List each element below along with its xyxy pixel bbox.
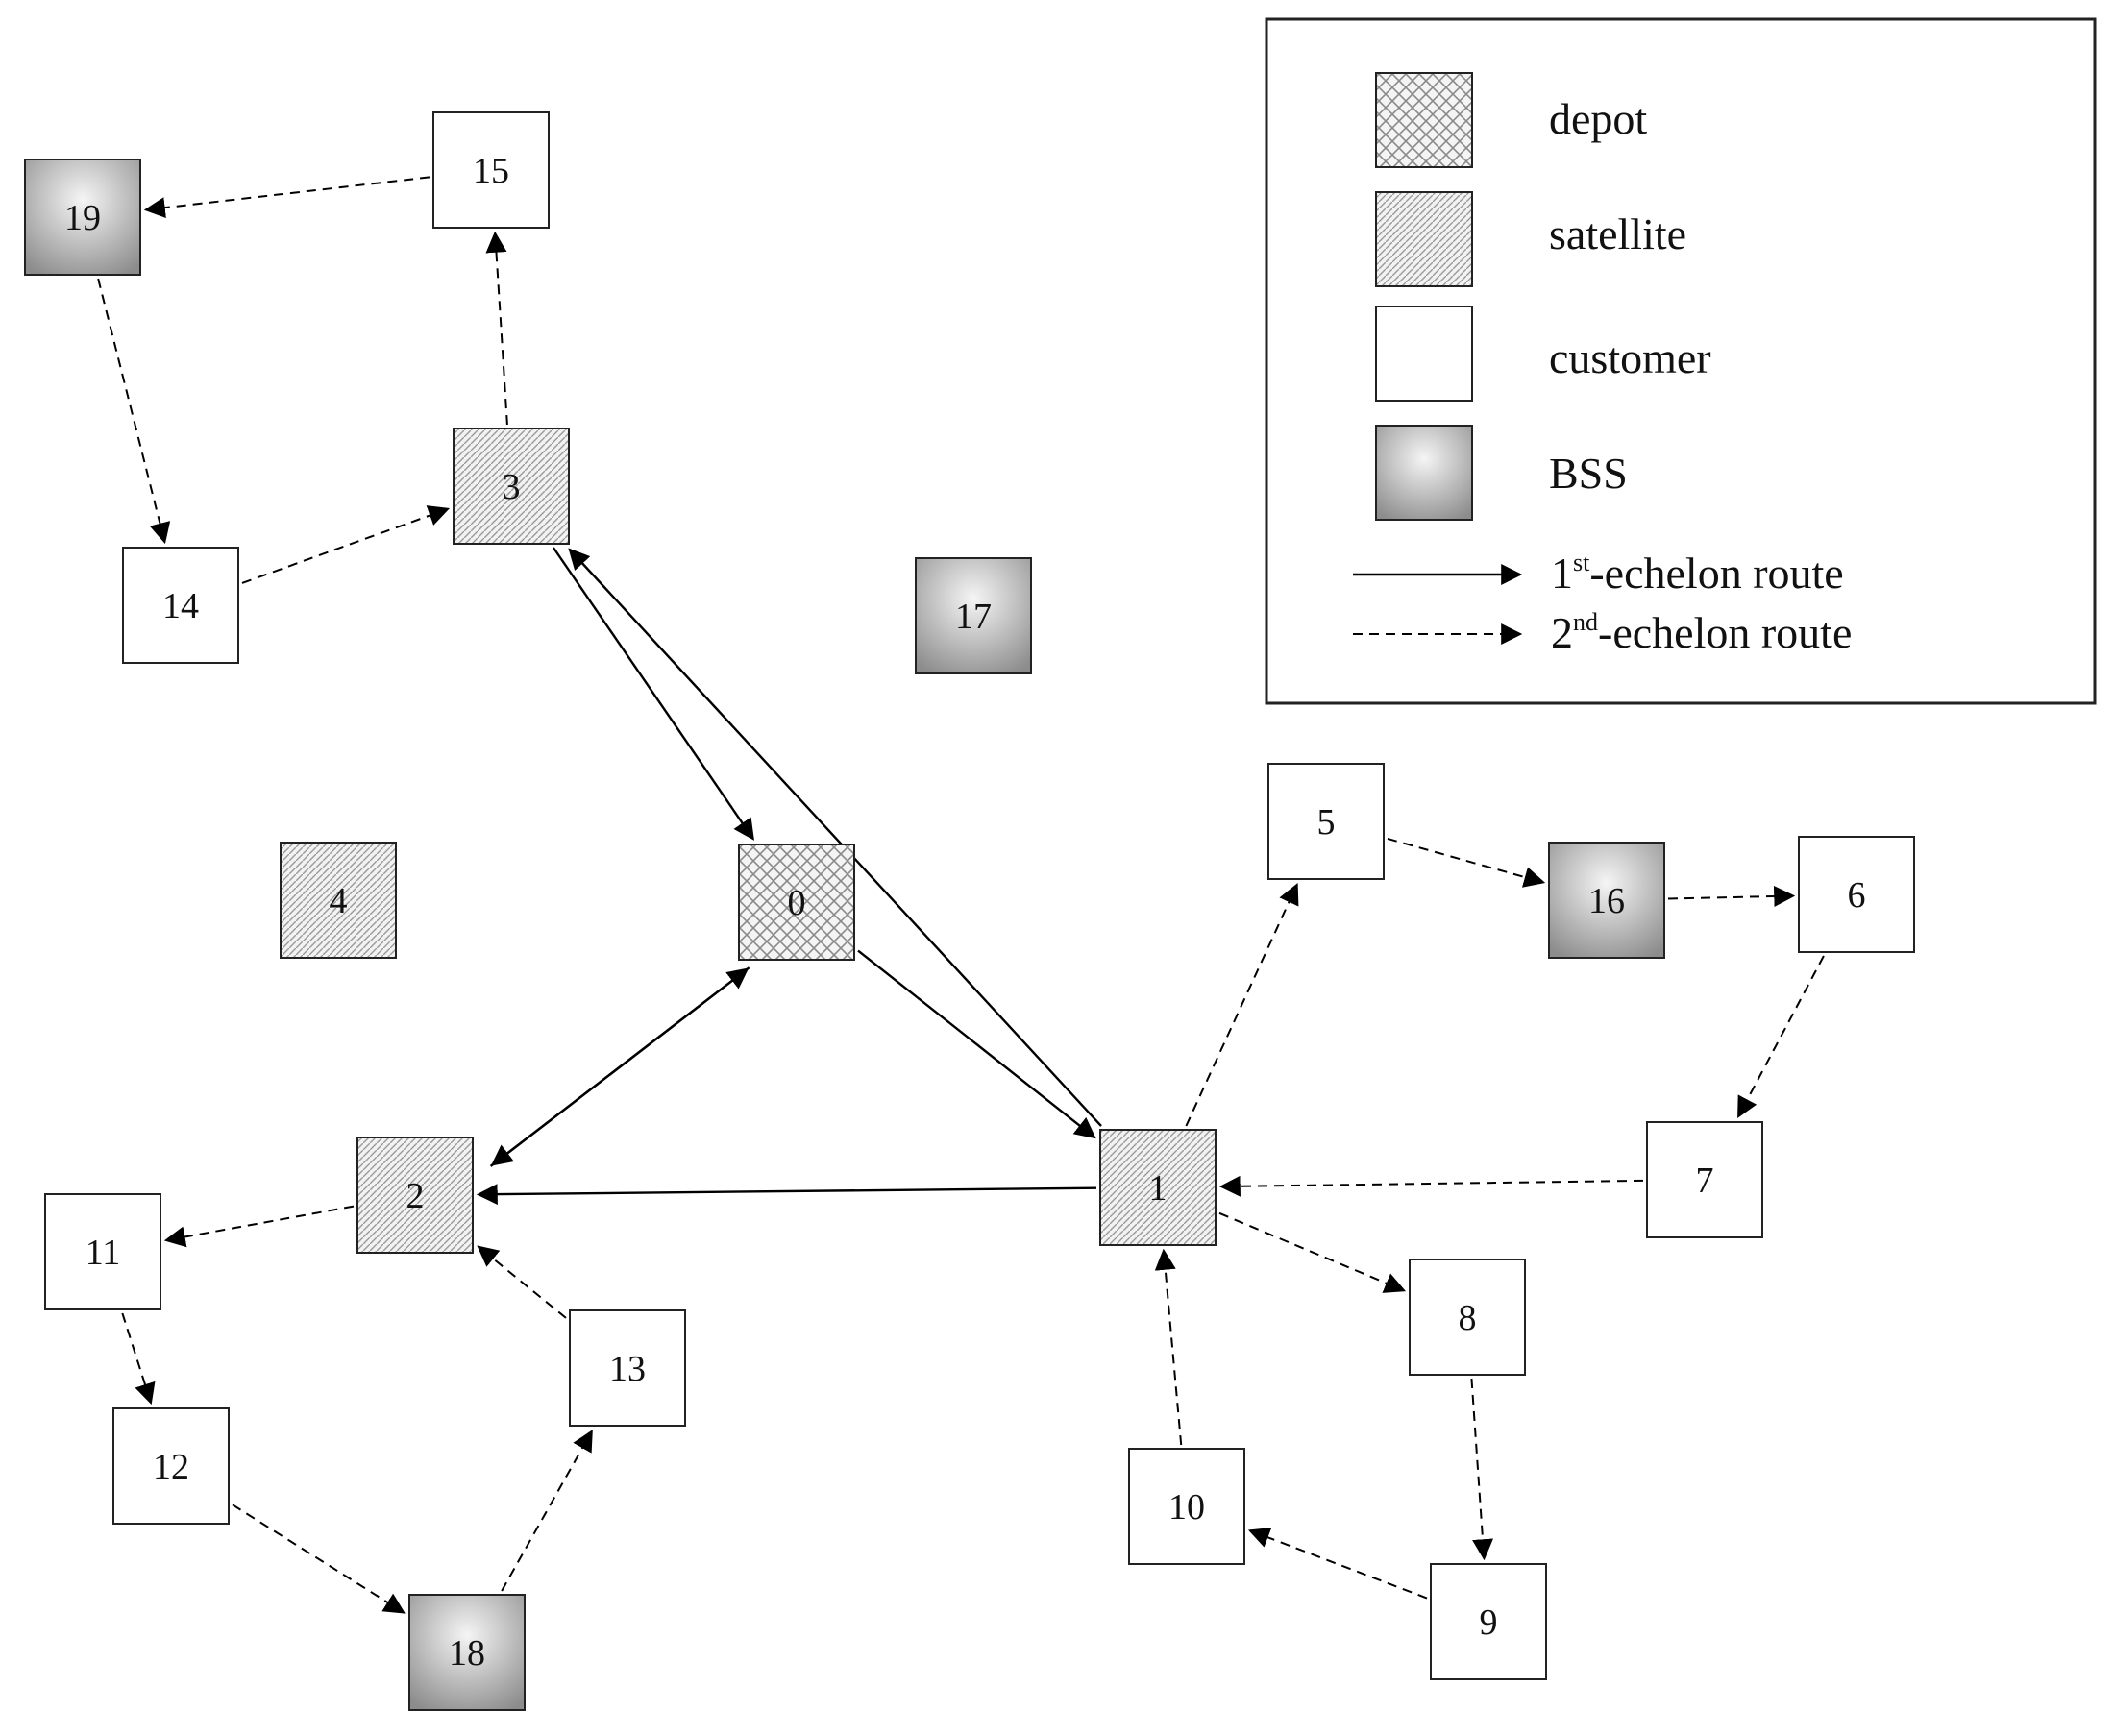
route-13-to-2 <box>477 1245 567 1319</box>
legend-depot-label: depot <box>1549 94 1647 143</box>
legend-customer-label: customer <box>1549 333 1711 382</box>
node-4-satellite: 4 <box>280 842 397 959</box>
node-label: 17 <box>955 597 992 637</box>
node-box <box>356 1137 474 1254</box>
node-17-bss: 17 <box>915 557 1032 674</box>
node-0-depot: 0 <box>738 844 855 961</box>
node-label: 3 <box>503 467 521 507</box>
legend-depot-swatch <box>1375 72 1473 168</box>
route-2-to-11 <box>163 1205 355 1248</box>
route-9-to-10 <box>1247 1528 1428 1600</box>
routes-layer <box>97 176 1825 1614</box>
node-18-bss: 18 <box>408 1594 526 1711</box>
node-14-customer: 14 <box>122 547 239 664</box>
node-box <box>1646 1121 1763 1238</box>
route-14-to-3 <box>241 505 451 584</box>
route-3-to-0 <box>552 547 754 841</box>
route-1-to-3 <box>568 548 1102 1127</box>
node-box <box>738 844 855 961</box>
legend-first-echelon-label: 1st-echelon route <box>1551 549 1844 598</box>
route-1-to-8 <box>1218 1211 1407 1293</box>
node-9-customer: 9 <box>1430 1563 1547 1680</box>
legend-second-echelon-label: 2nd-echelon route <box>1551 608 1852 657</box>
node-box <box>1409 1259 1526 1376</box>
node-3-satellite: 3 <box>453 428 570 545</box>
node-box <box>1430 1563 1547 1680</box>
route-5-to-16 <box>1387 838 1546 888</box>
node-label: 0 <box>788 883 806 923</box>
node-box <box>569 1309 686 1427</box>
route-16-to-6 <box>1667 885 1796 907</box>
node-label: 12 <box>153 1447 189 1487</box>
route-1-to-5 <box>1185 883 1299 1127</box>
node-box <box>280 842 397 959</box>
node-box <box>112 1407 230 1525</box>
node-box <box>1798 836 1915 953</box>
node-box <box>1128 1448 1245 1565</box>
node-label: 18 <box>449 1633 485 1674</box>
node-label: 13 <box>609 1349 646 1389</box>
node-label: 1 <box>1149 1168 1168 1209</box>
route-12-to-18 <box>232 1504 406 1614</box>
node-label: 16 <box>1588 881 1625 921</box>
node-2-satellite: 2 <box>356 1137 474 1254</box>
route-11-to-12 <box>121 1312 156 1406</box>
node-label: 6 <box>1848 875 1866 916</box>
node-box <box>1099 1129 1217 1246</box>
node-label: 11 <box>86 1233 121 1273</box>
node-box <box>122 547 239 664</box>
node-label: 19 <box>64 198 101 238</box>
node-box <box>408 1594 526 1711</box>
route-15-to-19 <box>143 176 430 219</box>
legend-satellite-swatch <box>1375 191 1473 287</box>
route-3-to-15 <box>485 231 508 426</box>
legend-bss-label: BSS <box>1549 449 1628 498</box>
route-1-to-2 <box>476 1184 1097 1206</box>
node-1-satellite: 1 <box>1099 1129 1217 1246</box>
route-2-to-0 <box>489 967 750 1167</box>
node-label: 14 <box>162 586 199 626</box>
node-10-customer: 10 <box>1128 1448 1245 1565</box>
node-box <box>44 1193 161 1310</box>
node-box <box>24 159 141 276</box>
node-label: 15 <box>473 151 509 191</box>
node-15-customer: 15 <box>432 111 550 229</box>
route-6-to-7 <box>1737 955 1825 1118</box>
legend-bss-swatch <box>1375 425 1473 521</box>
node-6-customer: 6 <box>1798 836 1915 953</box>
node-label: 9 <box>1480 1602 1498 1643</box>
route-10-to-1 <box>1154 1248 1183 1446</box>
legend-customer-swatch <box>1375 306 1473 402</box>
route-19-to-14 <box>97 278 171 545</box>
node-13-customer: 13 <box>569 1309 686 1427</box>
node-label: 7 <box>1696 1161 1714 1201</box>
node-label: 8 <box>1459 1298 1477 1338</box>
node-19-bss: 19 <box>24 159 141 276</box>
node-11-customer: 11 <box>44 1193 161 1310</box>
route-8-to-9 <box>1470 1378 1494 1561</box>
node-16-bss: 16 <box>1548 842 1665 959</box>
node-box <box>1267 763 1385 880</box>
node-12-customer: 12 <box>112 1407 230 1525</box>
legend: depot satellite customer BSS 1st-echelon… <box>1265 17 2097 705</box>
node-5-customer: 5 <box>1267 763 1385 880</box>
node-label: 2 <box>406 1176 425 1216</box>
node-label: 10 <box>1168 1487 1205 1528</box>
node-box <box>1548 842 1665 959</box>
node-box <box>432 111 550 229</box>
node-box <box>453 428 570 545</box>
node-box <box>915 557 1032 674</box>
node-7-customer: 7 <box>1646 1121 1763 1238</box>
route-18-to-13 <box>501 1430 593 1592</box>
route-0-to-1 <box>857 949 1096 1139</box>
route-7-to-1 <box>1218 1175 1644 1197</box>
node-8-customer: 8 <box>1409 1259 1526 1376</box>
node-label: 4 <box>330 881 348 921</box>
legend-satellite-label: satellite <box>1549 209 1686 258</box>
node-label: 5 <box>1317 802 1336 843</box>
